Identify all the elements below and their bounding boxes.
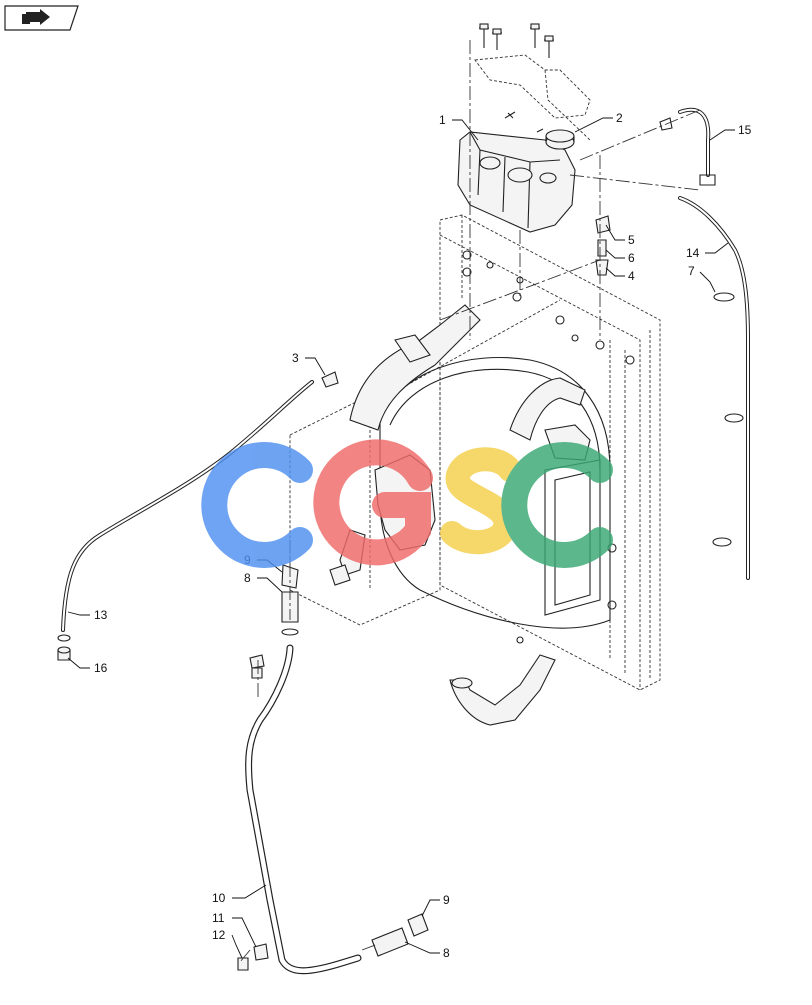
next-page-arrow-icon	[22, 9, 50, 25]
callout-label: 5	[628, 233, 635, 247]
bolt	[479, 23, 489, 48]
callout-label: 12	[212, 928, 226, 942]
callout-label: 16	[94, 661, 108, 675]
callout-label: 9	[443, 893, 450, 907]
mounting-bracket	[474, 23, 591, 141]
expansion-tank	[457, 131, 576, 233]
bleed-fitting	[595, 215, 611, 276]
filler-cap	[536, 128, 575, 150]
watermark-logo	[201, 439, 613, 568]
callout-label: 10	[212, 891, 226, 905]
overflow-hose	[659, 107, 750, 580]
callout-label: 14	[686, 246, 700, 260]
drain-hose	[237, 564, 429, 975]
callout-labels: 1 2 15 5 6 4 14 7 3 9 8 13 16 10 11 12 9…	[94, 111, 752, 960]
callout-label: 8	[443, 946, 450, 960]
callout-label: 13	[94, 608, 108, 622]
callout-label: 3	[292, 351, 299, 365]
next-page-button[interactable]	[4, 5, 79, 31]
callout-label: 1	[439, 113, 446, 127]
bolt	[492, 28, 502, 50]
callout-label: 7	[688, 264, 695, 278]
bolt	[530, 23, 540, 48]
callout-leaders	[67, 117, 735, 959]
hose-clip	[712, 292, 744, 547]
callout-label: 4	[628, 269, 635, 283]
callout-label: 11	[212, 911, 225, 925]
vent-hose	[57, 371, 339, 642]
bolt	[544, 35, 554, 58]
hose-end-cap	[57, 646, 71, 661]
callout-label: 8	[244, 571, 251, 585]
callout-label: 2	[616, 111, 623, 125]
callout-label: 15	[738, 123, 752, 137]
callout-label: 6	[628, 251, 635, 265]
